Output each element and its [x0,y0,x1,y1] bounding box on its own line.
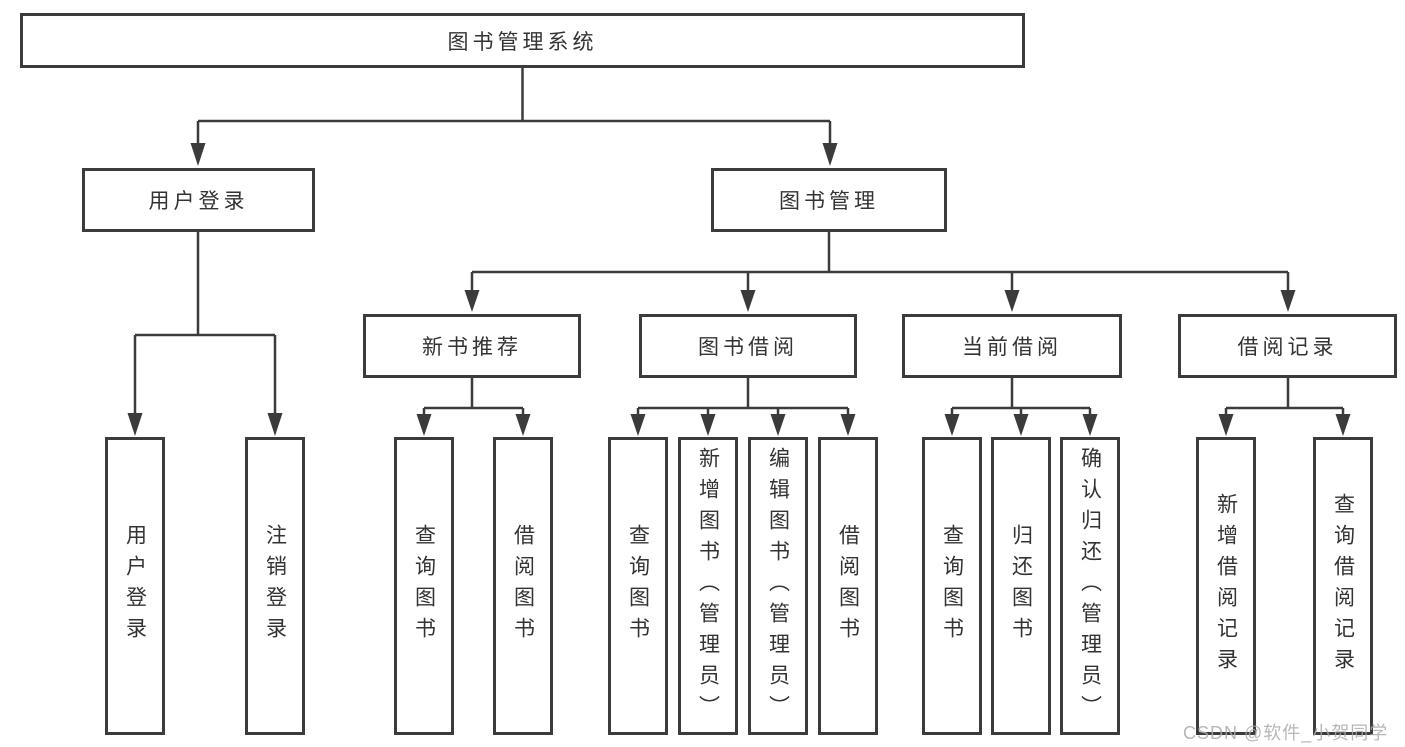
node-user-login: 用户登录 [82,168,315,232]
node-book-management: 图书管理 [711,168,947,232]
leaf-query-books-borrow: 查询图书 [608,437,668,735]
node-book-borrow: 图书借阅 [639,314,857,378]
connectors-book-borrow-children [630,378,856,436]
leaf-borrow-books: 借阅图书 [818,437,878,735]
node-borrow-records: 借阅记录 [1178,314,1397,378]
connectors-new-book-children [416,378,531,436]
leaf-user-login: 用户登录 [105,437,165,735]
leaf-logout: 注销登录 [245,437,305,735]
connectors-user-login-children [127,232,283,436]
leaf-return-books: 归还图书 [991,437,1051,735]
node-library-system: 图书管理系统 [20,13,1025,68]
leaf-query-books-recommend: 查询图书 [394,437,454,735]
connectors-borrow-record-children [1218,378,1351,436]
leaf-add-books-admin: 新增图书（管理员） [678,437,738,735]
leaf-edit-books-admin: 编辑图书（管理员） [748,437,808,735]
leaf-query-borrow-record: 查询借阅记录 [1313,437,1373,735]
leaf-confirm-return-admin: 确认归还（管理员） [1060,437,1120,735]
connectors-root-to-level2 [190,68,838,166]
leaf-add-borrow-record: 新增借阅记录 [1196,437,1256,735]
node-new-book-recommend: 新书推荐 [363,314,581,378]
watermark: CSDN @软件_小贺同学 [1183,723,1389,743]
connectors-book-management-children [464,232,1296,312]
connectors-current-borrow-children [944,378,1098,436]
leaf-query-books-current: 查询图书 [922,437,982,735]
leaf-borrow-books-recommend: 借阅图书 [493,437,553,735]
node-current-borrow: 当前借阅 [902,314,1122,378]
